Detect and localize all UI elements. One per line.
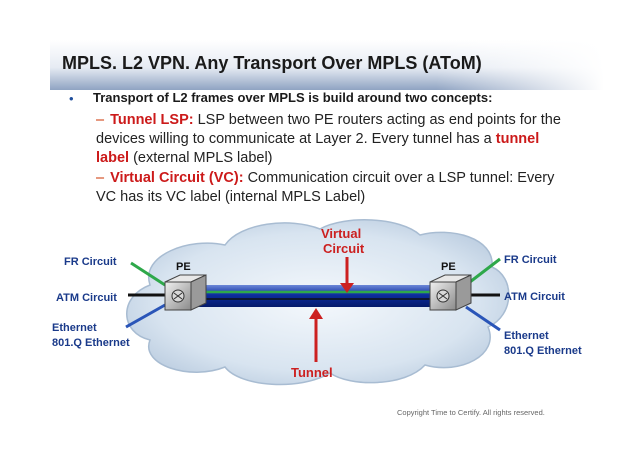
right-dot1q-label: 801.Q Ethernet (504, 345, 582, 357)
title-bar (44, 40, 604, 90)
sub-bullet-tunnel-lsp: –Tunnel LSP: LSP between two PE routers … (96, 111, 566, 168)
pe-router-right (429, 274, 472, 311)
tunnel-arrow (309, 308, 323, 362)
tunnel-lsp-term: Tunnel LSP: (110, 112, 194, 128)
pe-right-label: PE (441, 261, 456, 273)
tunnel-label-term: tunnel label (96, 131, 540, 166)
left-eth-label: Ethernet (52, 322, 97, 334)
network-diagram (125, 219, 510, 386)
bullet-dot: • (69, 91, 74, 106)
pe-left-label: PE (176, 261, 191, 273)
left-fr-line (130, 261, 166, 287)
dash-icon: – (96, 112, 105, 128)
pe-router-left (164, 274, 207, 311)
sub-bullet-virtual-circuit: –Virtual Circuit (VC): Communication cir… (96, 169, 566, 207)
tunnel-label: Tunnel (291, 365, 333, 380)
tunnel-lsp (196, 285, 436, 307)
left-eth-line (125, 303, 166, 329)
right-eth-label: Ethernet (504, 330, 549, 342)
copyright-text: Copyright Time to Certify. All rights re… (397, 408, 545, 417)
left-atm-label: ATM Circuit (56, 292, 117, 304)
right-eth-line (465, 305, 501, 332)
virtual-circuit-label-line2: Circuit (323, 241, 365, 256)
dash-icon: – (96, 170, 105, 186)
right-fr-label: FR Circuit (504, 254, 557, 266)
vc-text: Communication circuit over a LSP tunnel:… (96, 170, 555, 205)
left-fr-label: FR Circuit (64, 256, 117, 268)
left-dot1q-label: 801.Q Ethernet (52, 337, 130, 349)
tunnel-lsp-text-end: (external MPLS label) (129, 150, 273, 166)
virtual-circuit-label-line1: Virtual (321, 226, 362, 241)
right-atm-label: ATM Circuit (504, 291, 565, 303)
slide-title: MPLS. L2 VPN. Any Transport Over MPLS (A… (62, 53, 482, 73)
tunnel-lsp-text: LSP between two PE routers acting as end… (96, 112, 561, 147)
bullet-text: Transport of L2 frames over MPLS is buil… (93, 90, 493, 105)
vc-term: Virtual Circuit (VC): (110, 170, 244, 186)
right-fr-line (465, 257, 501, 287)
virtual-circuit-arrow (340, 257, 354, 293)
